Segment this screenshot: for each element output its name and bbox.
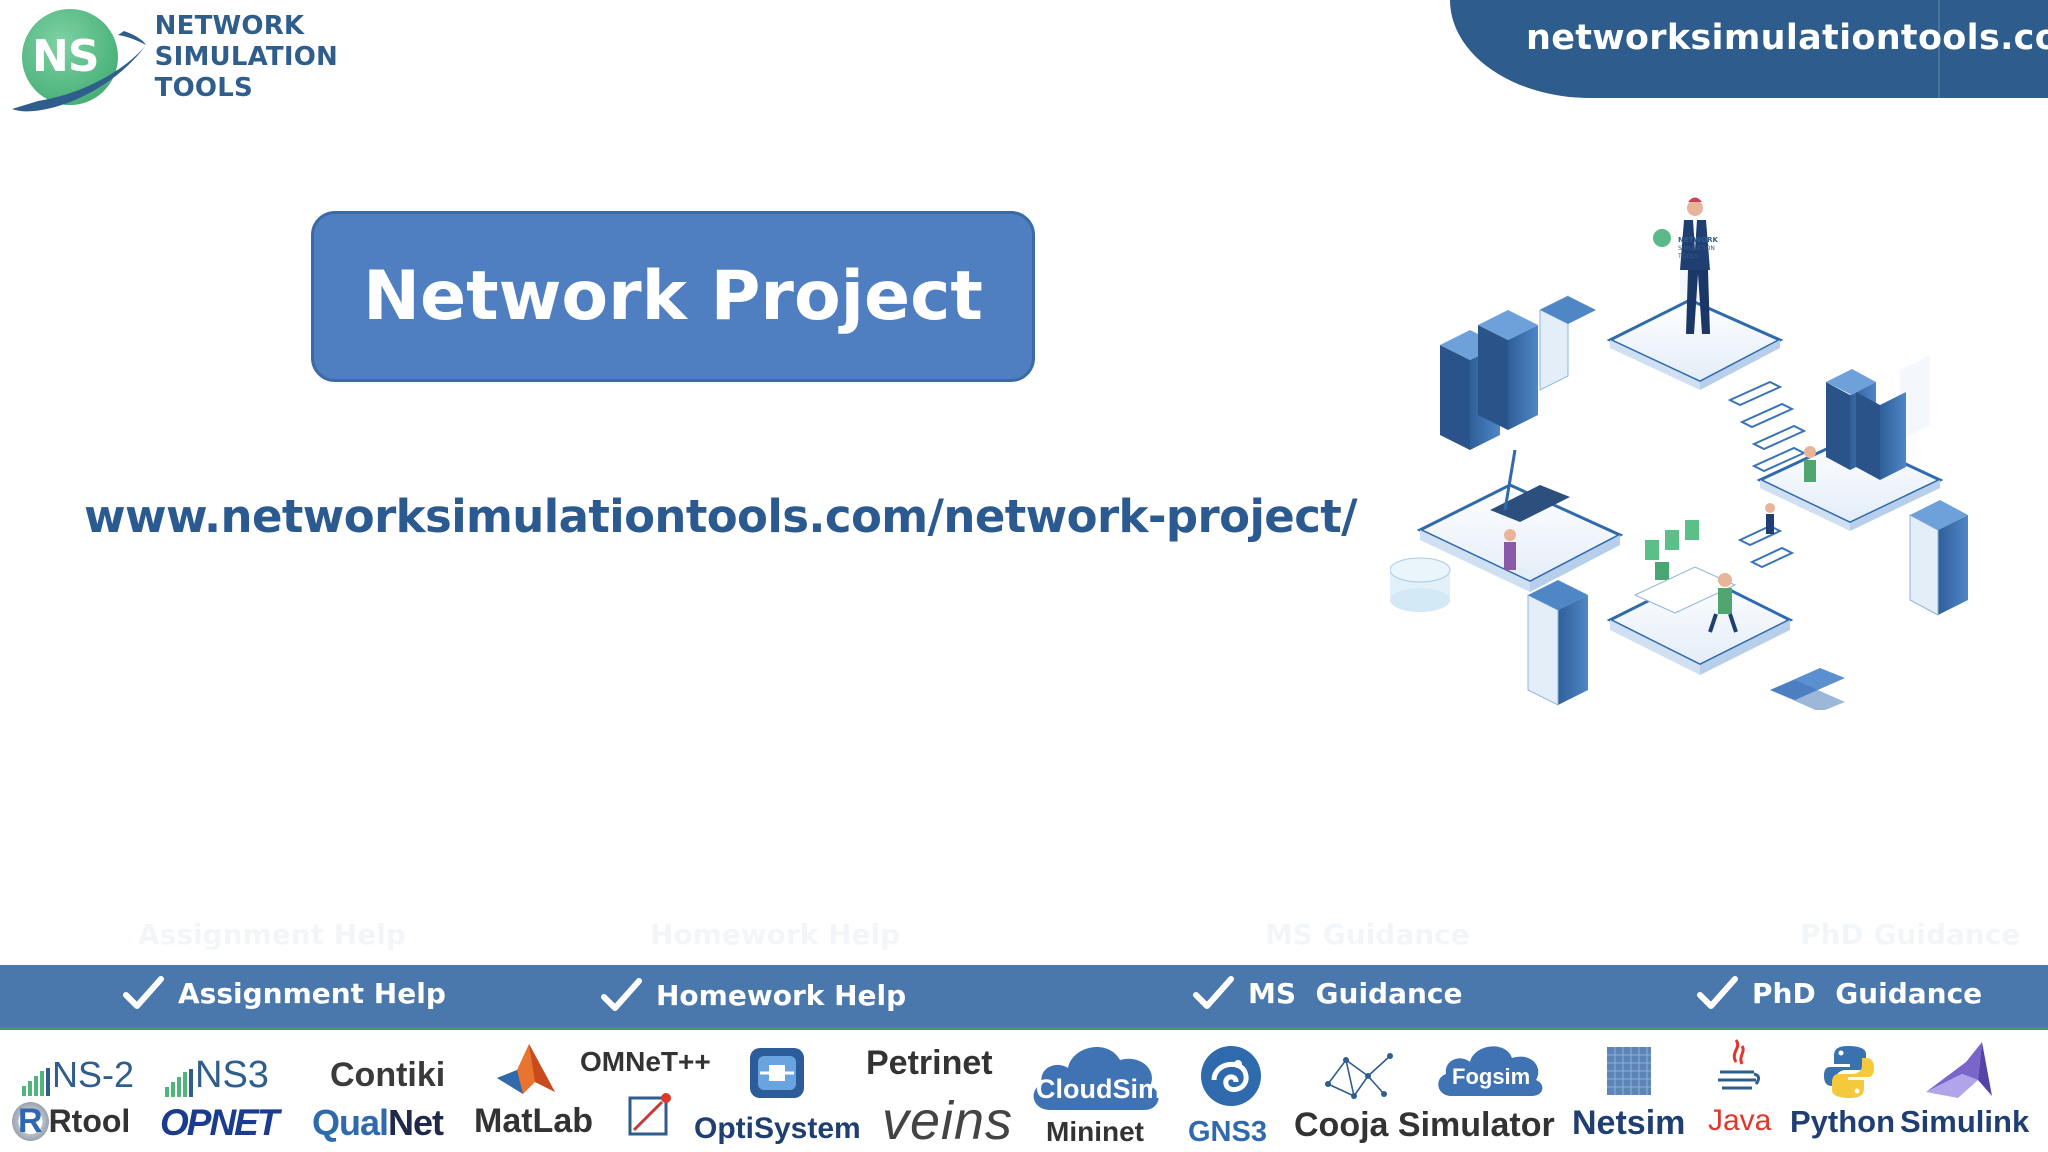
svg-text:NETWORK: NETWORK: [1678, 236, 1718, 244]
qualnet-label-a: Qual: [312, 1102, 389, 1143]
tab-divider: [1938, 0, 1940, 98]
tool-optisystem[interactable]: OptiSystem: [694, 1112, 861, 1145]
tool-petrinet[interactable]: Petrinet: [866, 1044, 993, 1082]
logo-wordmark: NETWORK SIMULATION TOOLS: [155, 11, 338, 104]
tool-cooja[interactable]: Cooja Simulator: [1294, 1106, 1555, 1144]
check-icon: [123, 976, 164, 1009]
left-platform: [1390, 295, 1624, 612]
tool-label: NS3: [195, 1054, 269, 1096]
netsim-grid-icon: [1607, 1047, 1651, 1095]
gns3-chameleon-icon: [1201, 1046, 1261, 1106]
logo-mark-text: NS: [32, 31, 100, 82]
tool-label: Fogsim: [1452, 1064, 1531, 1089]
service-ms-guidance[interactable]: MS Guidance: [1192, 975, 1463, 1011]
tool-ns2[interactable]: NS-2: [22, 1054, 134, 1096]
tool-veins[interactable]: veins: [882, 1091, 1014, 1151]
r-logo-icon: R: [12, 1102, 49, 1141]
domain-tab[interactable]: networksimulationtools.com: [1450, 0, 2048, 98]
page-title: Network Project: [363, 257, 983, 336]
page-url-link[interactable]: www.networksimulationtools.com/network-p…: [84, 490, 1358, 543]
page-title-box: Network Project: [311, 211, 1035, 382]
domain-link[interactable]: networksimulationtools.com: [1526, 18, 2048, 58]
tool-label: CloudSim: [1036, 1074, 1162, 1104]
check-icon: [1193, 976, 1234, 1009]
service-assignment-help[interactable]: Assignment Help: [122, 975, 446, 1011]
top-platform: NETWORK SIMULATION TOOLS: [1606, 197, 1784, 390]
svg-text:SIMULATION: SIMULATION: [1678, 245, 1715, 252]
signal-bars-icon: [22, 1068, 50, 1096]
tool-contiki[interactable]: Contiki: [330, 1056, 446, 1094]
java-cup-icon: [1718, 1039, 1761, 1090]
service-label: MS Guidance: [1248, 976, 1463, 1010]
tool-fogsim[interactable]: Fogsim: [1434, 1040, 1546, 1098]
tool-omnet[interactable]: OMNeT++: [580, 1046, 711, 1077]
simulink-icon: [1926, 1042, 1992, 1098]
check-icon: [1697, 976, 1738, 1009]
service-label: PhD Guidance: [1752, 976, 1983, 1010]
services-bar: Assignment Help Homework Help MS Guidanc…: [0, 965, 2048, 1030]
service-phd-guidance[interactable]: PhD Guidance: [1696, 975, 1982, 1011]
tool-ns3[interactable]: NS3: [165, 1054, 269, 1097]
python-logo-icon: [1824, 1046, 1874, 1098]
tool-java[interactable]: Java: [1708, 1104, 1772, 1137]
tool-netsim[interactable]: Netsim: [1572, 1104, 1686, 1142]
qualnet-label-b: Net: [388, 1102, 444, 1143]
tool-qualnet[interactable]: QualNet: [312, 1102, 444, 1144]
tool-opnet[interactable]: OPNET: [160, 1102, 279, 1143]
tool-matlab[interactable]: MatLab: [474, 1102, 593, 1140]
cloud-icon: [1033, 1046, 1159, 1110]
service-homework-help[interactable]: Homework Help: [600, 977, 906, 1013]
services-reflection: Assignment Help Homework Help MS Guidanc…: [138, 918, 2021, 951]
svg-text:TOOLS: TOOLS: [1677, 253, 1698, 260]
right-platform: [1756, 369, 1968, 616]
tool-mininet[interactable]: Mininet: [1046, 1116, 1144, 1147]
logo-line-1: NETWORK: [154, 10, 305, 41]
tool-python[interactable]: Python: [1790, 1104, 1896, 1139]
service-label: Homework Help: [656, 978, 907, 1012]
check-icon: [601, 978, 642, 1011]
tool-label: NS-2: [52, 1054, 135, 1095]
tool-label: Rtool: [48, 1103, 131, 1139]
logo-line-2: SIMULATION: [154, 41, 338, 72]
matlab-icon: [497, 1044, 555, 1094]
brand-logo[interactable]: NS NETWORK SIMULATION TOOLS: [8, 4, 338, 114]
person-icon: [1680, 197, 1710, 334]
center-platform: [1606, 520, 1794, 675]
tools-strip: NS-2 NS3 Contiki OMNeT++ Petrinet CloudS…: [0, 1034, 2048, 1152]
tool-gns3[interactable]: GNS3: [1188, 1116, 1267, 1148]
ns-logo-icon: NS: [8, 7, 146, 112]
tool-simulink[interactable]: Simulink: [1900, 1104, 2030, 1139]
fog-cloud-icon: [1438, 1046, 1543, 1096]
tool-cloudsim[interactable]: CloudSim: [1028, 1038, 1164, 1112]
optisystem-icon: [750, 1048, 804, 1098]
isometric-network-illustration: NETWORK SIMULATION TOOLS: [1390, 197, 1968, 710]
service-label: Assignment Help: [178, 976, 446, 1010]
omnet-icon: [628, 1093, 671, 1136]
signal-bars-icon: [165, 1069, 193, 1097]
logo-line-3: TOOLS: [154, 72, 253, 103]
cooja-network-icon: [1325, 1053, 1393, 1099]
